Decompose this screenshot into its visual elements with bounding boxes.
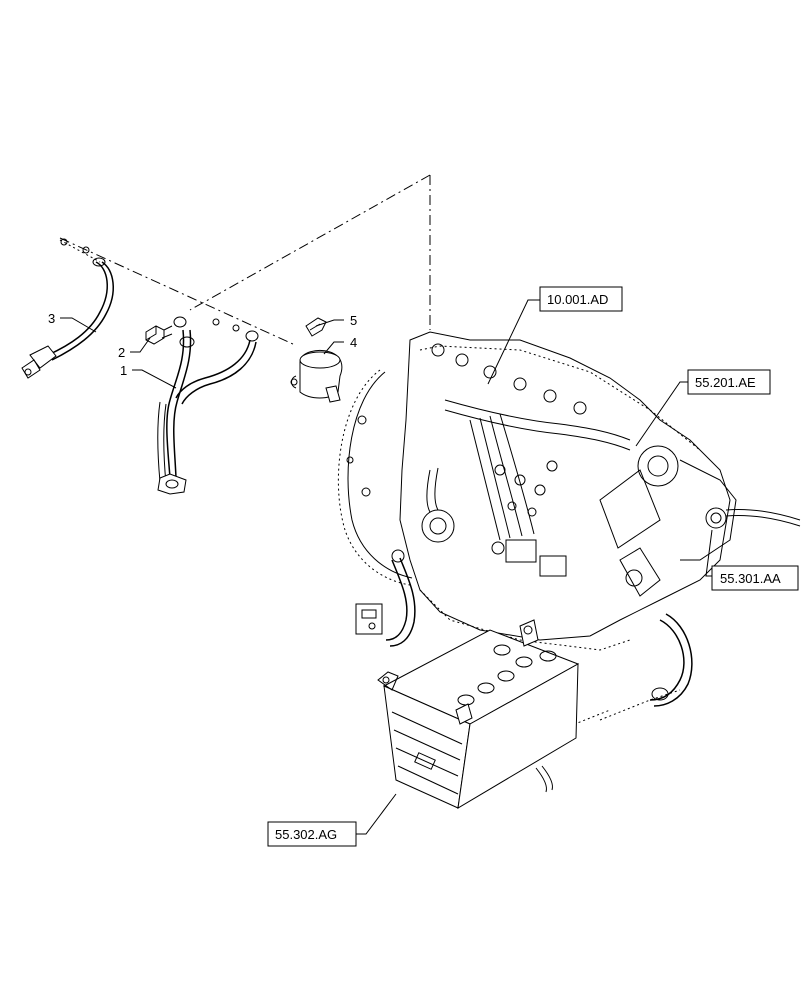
callout-3: 3 xyxy=(48,311,55,326)
cable-harness-part-1[interactable] xyxy=(157,316,259,495)
leader-lines xyxy=(60,299,713,835)
reference-battery-label: 55.302.AG xyxy=(275,827,337,842)
reference-battery[interactable]: 55.302.AG xyxy=(267,821,357,847)
reference-starter-label: 55.201.AE xyxy=(695,375,756,390)
reference-starter[interactable]: 55.201.AE xyxy=(687,369,771,395)
reference-engine[interactable]: 10.001.AD xyxy=(539,286,623,312)
callout-5: 5 xyxy=(350,313,357,328)
switch-part-4[interactable] xyxy=(290,349,343,403)
callout-4: 4 xyxy=(350,335,357,350)
callout-2: 2 xyxy=(118,345,125,360)
engine-assembly xyxy=(337,331,801,731)
callout-1: 1 xyxy=(120,363,127,378)
battery xyxy=(377,619,580,809)
ground-cable-part-3[interactable] xyxy=(21,238,114,379)
bolt-part-2[interactable] xyxy=(145,325,173,345)
assembly-centerlines xyxy=(59,174,431,346)
reference-engine-label: 10.001.AD xyxy=(547,292,608,307)
reference-alternator-label: 55.301.AA xyxy=(720,571,781,586)
bracket-part-5[interactable] xyxy=(305,317,327,337)
reference-alternator[interactable]: 55.301.AA xyxy=(711,565,799,591)
callout-labels: 1 2 3 4 5 xyxy=(48,311,357,378)
